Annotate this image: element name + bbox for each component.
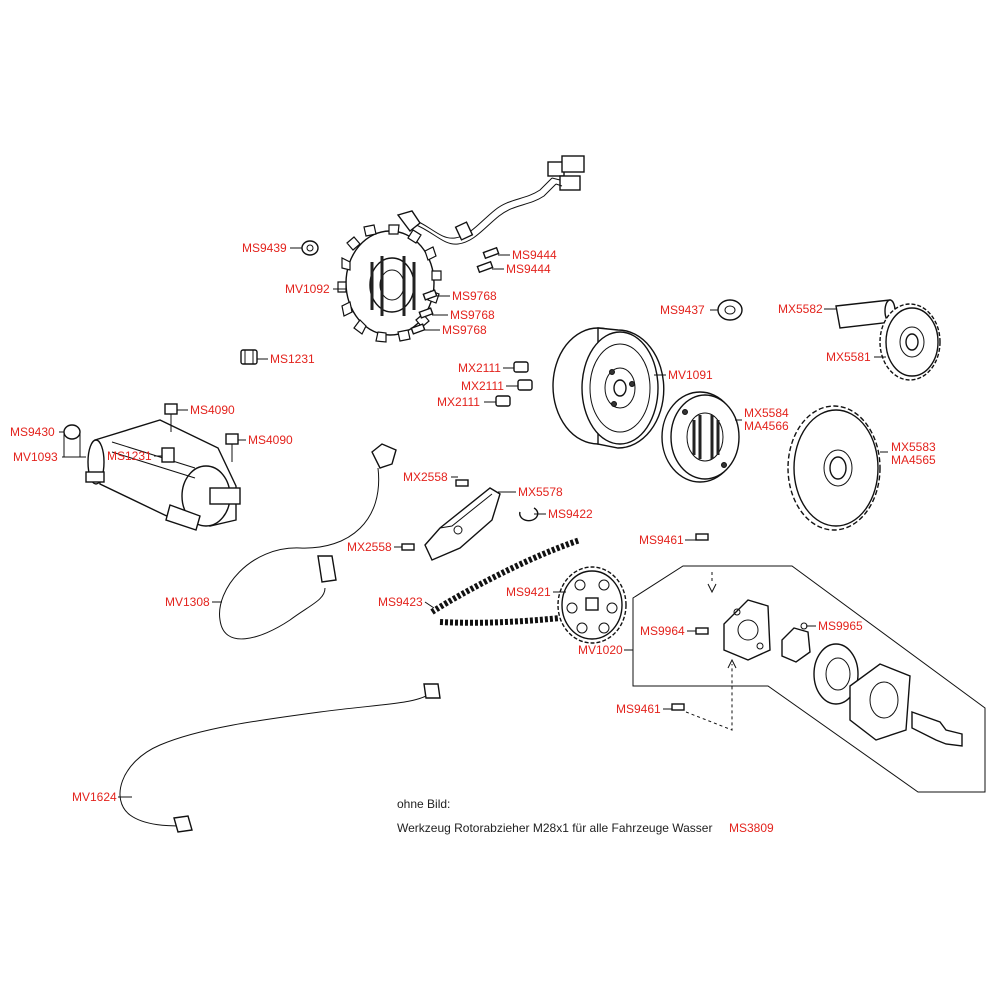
stator-mv1092 [337, 155, 585, 343]
label-ms9422: MS9422 [548, 507, 593, 521]
label-ms9444-1: MS9444 [512, 248, 557, 262]
clip-ms9422 [519, 507, 539, 522]
label-mx5584: MX5584 [744, 406, 789, 420]
label-ms9439: MS9439 [242, 241, 287, 255]
starter-bolts-ms4090 [164, 403, 239, 462]
pump-rotor-outer [813, 643, 859, 705]
sprocket-ms9421 [557, 566, 627, 644]
label-ms9421: MS9421 [506, 585, 551, 599]
label-ms9768-1: MS9768 [452, 289, 497, 303]
label-ms9461-2: MS9461 [616, 702, 661, 716]
label-mv1092: MV1092 [285, 282, 330, 296]
washer-ms9437 [717, 299, 743, 321]
starter-clutch-mx5584 [661, 391, 740, 483]
gear-mx5583 [787, 405, 881, 531]
label-ma4566: MA4566 [744, 419, 789, 433]
label-ms4090-2: MS4090 [248, 433, 293, 447]
o-ring-ms9430 [63, 424, 81, 440]
label-mx5578: MX5578 [518, 485, 563, 499]
label-ms9423: MS9423 [378, 595, 423, 609]
labels: MS9439 MS9444 MS9444 MV1092 MS9768 MS976… [10, 241, 936, 804]
bolts-mx2111 [495, 361, 533, 407]
notes: ohne Bild: Werkzeug Rotorabzieher M28x1 … [397, 797, 774, 835]
label-mx2111-2: MX2111 [461, 379, 504, 393]
label-mv1308: MV1308 [165, 595, 210, 609]
label-mv1624: MV1624 [72, 790, 117, 804]
note-werkzeug: Werkzeug Rotorabzieher M28x1 für alle Fa… [397, 821, 712, 835]
label-ms4090-1: MS4090 [190, 403, 235, 417]
cable-mv1308 [219, 443, 397, 640]
label-ms9437: MS9437 [660, 303, 705, 317]
label-mx2111-3: MX2111 [437, 395, 480, 409]
label-ms1231-a: MS1231 [270, 352, 315, 366]
pump-body [849, 663, 911, 741]
label-mx5582: MX5582 [778, 302, 823, 316]
grommet-ms9439 [301, 240, 319, 256]
label-mx5581: MX5581 [826, 350, 871, 364]
label-ms9768-2: MS9768 [450, 308, 495, 322]
nut-ms1231 [240, 349, 258, 365]
label-mx5583: MX5583 [891, 440, 936, 454]
stator-bolts [410, 246, 500, 335]
label-mx2111-1: MX2111 [458, 361, 501, 375]
rotor-mv1091 [552, 327, 665, 449]
label-ms1231-b: MS1231 [107, 449, 152, 463]
starter-motor-mv1093 [85, 419, 241, 531]
label-mx2558-1: MX2558 [403, 470, 448, 484]
label-mv1020: MV1020 [578, 643, 623, 657]
label-ms9964: MS9964 [640, 624, 685, 638]
pump-rotor-inner [781, 627, 811, 663]
label-mv1093: MV1093 [13, 450, 58, 464]
cable-mv1624 [119, 683, 441, 833]
leader-lines [59, 247, 888, 798]
pump-shaft [911, 711, 963, 747]
label-ms9430: MS9430 [10, 425, 55, 439]
label-mv1091: MV1091 [668, 368, 713, 382]
oil-pump-box-mv1020 [632, 565, 986, 793]
label-ms9965: MS9965 [818, 619, 863, 633]
label-ms9461-1: MS9461 [639, 533, 684, 547]
label-ms9768-3: MS9768 [442, 323, 487, 337]
label-ma4565: MA4565 [891, 453, 936, 467]
label-mx2558-2: MX2558 [347, 540, 392, 554]
label-ms9444-2: MS9444 [506, 262, 551, 276]
note-ohne-bild: ohne Bild: [397, 797, 450, 811]
idle-gear-mx5581 [835, 299, 941, 381]
label-ms3809: MS3809 [729, 821, 774, 835]
chain-cover-mx5578 [424, 487, 501, 561]
chain-ms9423 [430, 537, 581, 626]
pump-cover [723, 599, 771, 661]
